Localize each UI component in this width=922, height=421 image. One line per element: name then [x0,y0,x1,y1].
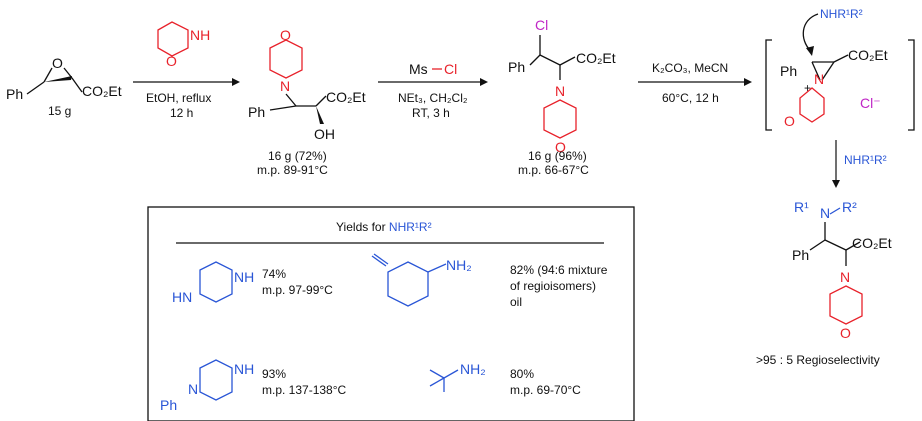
int1-yield: 16 g (72%) [268,149,327,163]
ethynylaniline-nh2: NH₂ [446,257,472,273]
ethynylaniline-yield: 82% (94:6 mixture [510,263,608,277]
tbutylamine-entry: NH₂ 80% m.p. 69-70°C [429,361,581,397]
start-amount: 15 g [48,104,71,118]
step3-conditions-1: K₂CO₃, MeCN [652,61,728,75]
phenylpiperazine-yield: 93% [262,367,286,381]
step3: K₂CO₃, MeCN 60°C, 12 h [638,61,752,105]
int1-phenyl: Ph [248,104,265,120]
product-n2: N [840,269,850,285]
azir-n: N [814,71,824,87]
step1: NH O EtOH, reflux 12 h [133,21,240,120]
product-ester: CO₂Et [852,235,892,251]
tbutylamine-nh2: NH₂ [460,361,486,377]
step3-conditions-2: 60°C, 12 h [662,91,719,105]
phenylpiperazine-entry: NH N Ph 93% m.p. 137-138°C [160,359,347,413]
step2: Ms Cl NEt₃, CH₂Cl₂ RT, 3 h [378,61,488,120]
azir-morph-o: O [784,113,795,129]
chloro-amine: Cl Ph CO₂Et N O 16 g (96%) m.p. 66-67°C [508,17,616,177]
piperazine-entry: NH HN 74% m.p. 97-99°C [172,261,333,305]
phenylpiperazine-ph: Ph [160,397,177,413]
int2-ester: CO₂Et [576,50,616,66]
regioselectivity: >95 : 5 Regioselectivity [756,353,880,367]
int2-yield: 16 g (96%) [528,149,587,163]
azir-plus: + [804,81,811,95]
step1-conditions-1: EtOH, reflux [146,91,211,105]
int2-morph-n: N [555,83,565,99]
int1-ester: CO₂Et [326,89,366,105]
product-r1: R¹ [794,199,809,215]
step4: NHR¹R² [832,140,887,188]
nucleophile-label: NHR¹R² [820,7,863,21]
ethynylaniline-entry: NH₂ 82% (94:6 mixture of regioisomers) o… [371,253,608,309]
int2-mp: m.p. 66-67°C [518,163,589,177]
morpholine-nh: NH [190,27,210,43]
starting-epoxide: Ph O CO₂Et 15 g [6,55,122,118]
int2-cl: Cl [535,17,548,33]
epoxide-oxygen: O [52,55,63,71]
morpholine-o: O [166,53,177,69]
aziridinium-ion: NHR¹R² Ph CO₂Et N + O Cl⁻ [765,7,915,131]
product-r2: R² [842,199,857,215]
step1-conditions-2: 12 h [170,106,193,120]
ester-label: CO₂Et [82,83,122,99]
phenyl-label: Ph [6,86,23,102]
piperazine-hn: HN [172,289,192,305]
piperazine-yield: 74% [262,267,286,281]
int1-mp: m.p. 89-91°C [257,163,328,177]
product-morph-o: O [840,325,851,341]
ethynylaniline-note: of regioisomers) [510,279,596,293]
azir-ester: CO₂Et [848,47,888,63]
chloride-ion: Cl⁻ [860,95,881,111]
tbutylamine-yield: 80% [510,367,534,381]
diamine-product: R¹ N R² Ph CO₂Et N O >95 : 5 Regioselect… [756,199,892,367]
int1-morph-n: N [280,78,290,94]
step4-reagent: NHR¹R² [844,153,887,167]
phenylpiperazine-nh: NH [234,361,254,377]
phenylpiperazine-n: N [188,381,198,397]
int1-hydroxyl: OH [314,126,335,142]
int2-morph-o: O [555,139,566,155]
reagent-ms: Ms [409,61,428,77]
azir-phenyl: Ph [780,63,797,79]
int2-phenyl: Ph [508,59,525,75]
tbutylamine-mp: m.p. 69-70°C [510,383,581,397]
ethynylaniline-note2: oil [510,295,522,309]
yields-table: Yields for NHR¹R² NH HN 74% m.p. 97-99°C… [147,206,635,421]
product-n1: N [820,205,830,221]
step2-conditions-1: NEt₃, CH₂Cl₂ [398,91,468,105]
piperazine-nh: NH [234,269,254,285]
product-phenyl: Ph [792,247,809,263]
amino-alcohol: O N Ph OH CO₂Et 16 g (72%) m.p. 89-91°C [248,27,366,177]
int1-morph-o: O [280,27,291,43]
phenylpiperazine-mp: m.p. 137-138°C [262,383,347,397]
reagent-cl: Cl [444,61,457,77]
yields-title: Yields for NHR¹R² [336,220,432,234]
step2-conditions-2: RT, 3 h [412,106,450,120]
piperazine-mp: m.p. 97-99°C [262,283,333,297]
